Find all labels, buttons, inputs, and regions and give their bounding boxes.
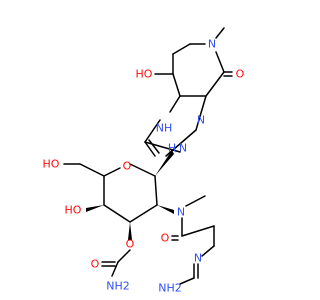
- atom-o-carbamate-carbonyl: O: [91, 258, 100, 271]
- atom-n-imine: N: [194, 252, 202, 265]
- atom-o-carbamate: O: [126, 238, 135, 251]
- bond: [169, 95, 181, 113]
- bicyclic-core: [144, 27, 233, 157]
- bond: [181, 225, 215, 237]
- bond: [144, 119, 161, 143]
- atom-nh2-amidine: NH2: [158, 282, 182, 295]
- sugar-ring: [63, 150, 174, 240]
- bond: [144, 141, 181, 153]
- bond: [195, 95, 207, 131]
- atom-ho-ch2: HO: [43, 158, 60, 171]
- atom-o-ketone: O: [236, 68, 245, 81]
- atom-n-link: N: [179, 142, 187, 155]
- wedge-bond: [128, 222, 132, 240]
- bond: [215, 27, 225, 39]
- atom-n-ring: N: [197, 114, 205, 127]
- bond: [144, 141, 156, 157]
- bond: [172, 73, 181, 97]
- atom-n-amide: N: [177, 206, 185, 219]
- bond: [154, 175, 158, 206]
- bond: [117, 249, 131, 263]
- bond: [103, 204, 131, 223]
- atom-o-ring: O: [123, 160, 132, 173]
- atom-nh2-carbamate: NH2: [106, 280, 130, 293]
- wedge-bond: [157, 205, 174, 214]
- chemical-structure-diagram: HO N O NH N N H HO O HO N O O NH2 O N NH…: [43, 27, 245, 295]
- bond: [103, 167, 121, 177]
- amide-chain: [171, 195, 215, 285]
- atom-o-amide: O: [161, 232, 170, 245]
- bond: [148, 139, 160, 154]
- atom-nh-ring: NH: [156, 122, 173, 135]
- atom-ho-ring: HO: [65, 204, 82, 217]
- wedge-bond: [86, 205, 104, 212]
- atom-labels: HO N O NH N N H HO O HO N O O NH2 O N NH…: [43, 38, 245, 295]
- carbamate-group: [101, 249, 131, 277]
- bond: [179, 277, 195, 285]
- bond: [79, 163, 105, 177]
- bond: [111, 261, 119, 277]
- bond: [205, 71, 225, 97]
- bond: [201, 245, 215, 257]
- bond: [185, 195, 206, 207]
- bond: [215, 51, 225, 73]
- bond: [172, 43, 191, 55]
- bond: [129, 163, 156, 177]
- wedge-bond: [155, 150, 174, 176]
- atom-h-link: H: [168, 142, 176, 155]
- atom-n-methyl: N: [208, 38, 216, 51]
- bond: [129, 204, 158, 223]
- atom-ho-top: HO: [136, 68, 153, 81]
